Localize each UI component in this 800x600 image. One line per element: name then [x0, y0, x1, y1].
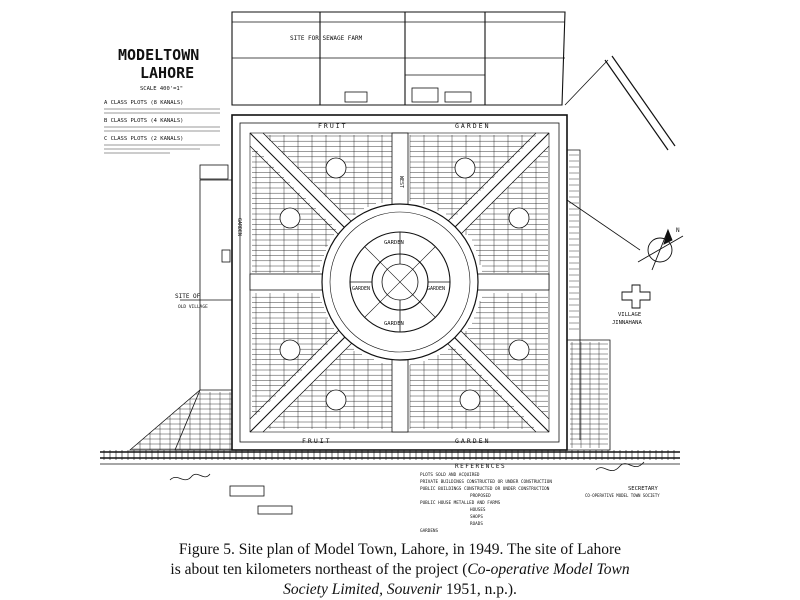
map-scale: SCALE 400'=1" [140, 86, 183, 92]
east-plots [569, 154, 608, 448]
ref-4: PUBLIC HOUSE METALLED AND FARMS [420, 500, 501, 506]
legend-a: A CLASS PLOTS (8 KANALS) [104, 100, 183, 106]
west-label: WEST [398, 176, 404, 188]
legend-b: B CLASS PLOTS (4 KANALS) [104, 118, 183, 124]
garden-label-left: GARDEN [352, 286, 370, 292]
village-icon [621, 284, 651, 309]
caption-line-2-text: is about ten kilometers northeast of the… [170, 561, 468, 578]
references-block: REFERENCES PLOTS SOLD AND ACQUIRED PRIVA… [420, 463, 552, 534]
garden-label-bottom: GARDEN [384, 321, 404, 327]
caption-line-2-italic: Co-operative Model Town [467, 561, 630, 578]
ref-3: PROPOSED [470, 493, 491, 499]
ref-2: PUBLIC BUILDINGS CONSTRUCTED OR UNDER CO… [420, 486, 550, 492]
fruit-label-bottom: FRUIT [302, 437, 332, 445]
map-subtitle: LAHORE [140, 64, 194, 82]
caption-line-3: Society Limited, Souvenir 1951, n.p.). [100, 580, 700, 600]
caption-line-3-text: 1951, n.p.). [441, 581, 517, 598]
block-circles [279, 157, 530, 411]
central-circus [321, 203, 479, 361]
signature-right [595, 461, 645, 471]
sewage-plots [344, 87, 472, 103]
site-plan-map: MODELTOWN LAHORE SCALE 400'=1" A CLASS P… [100, 11, 684, 534]
figure-caption: Figure 5. Site plan of Model Town, Lahor… [100, 540, 700, 600]
sewage-farm-label: SITE FOR SEWAGE FARM [290, 35, 363, 42]
legend-c: C CLASS PLOTS (2 KANALS) [104, 136, 183, 142]
garden-left-label: GARDEN [236, 218, 242, 236]
village-name-label: JINNAHANA [612, 320, 642, 326]
railway-bottom [100, 451, 680, 465]
caption-line-1: Figure 5. Site plan of Model Town, Lahor… [178, 541, 622, 558]
axial-roads [249, 132, 550, 433]
ref-6: SHOPS [470, 514, 483, 520]
legend-plot-numbers [104, 108, 220, 154]
site-of-label: SITE OF [175, 293, 201, 300]
garden-label-right: GARDEN [427, 286, 445, 292]
right-side-features [566, 149, 641, 451]
signature-subtitle: CO-OPERATIVE MODEL TOWN SOCIETY [585, 493, 660, 498]
garden-strip-top: GARDEN [455, 122, 490, 130]
ref-1: PRIVATE BUILDINGS CONSTRUCTED OR UNDER C… [420, 479, 552, 485]
map-title: MODELTOWN [118, 46, 199, 64]
railway-northeast [564, 55, 676, 151]
references-title: REFERENCES [455, 463, 506, 470]
fruit-label-top: FRUIT [318, 122, 348, 130]
ref-7: ROADS [470, 521, 483, 527]
north-label: N [676, 227, 680, 234]
railway-ties [103, 450, 675, 460]
ref-8: GARDENS [420, 528, 439, 534]
signature-left [169, 473, 293, 515]
caption-line-3-italic: Society Limited, Souvenir [283, 581, 442, 598]
residential-plots [252, 135, 548, 429]
garden-label-top: GARDEN [384, 240, 404, 246]
sewage-farm-area [231, 11, 566, 106]
signature-title: SECRETARY [628, 486, 658, 492]
north-arrow-icon [637, 228, 684, 271]
caption-line-2: is about ten kilometers northeast of the… [100, 560, 700, 580]
ref-5: HOUSES [470, 507, 486, 513]
southwest-plots [128, 389, 233, 451]
village-label: VILLAGE [618, 312, 641, 318]
site-of-sub: OLD VILLAGE [178, 304, 208, 310]
garden-strip-bottom: GARDEN [455, 437, 490, 445]
ref-0: PLOTS SOLD AND ACQUIRED [420, 472, 480, 478]
